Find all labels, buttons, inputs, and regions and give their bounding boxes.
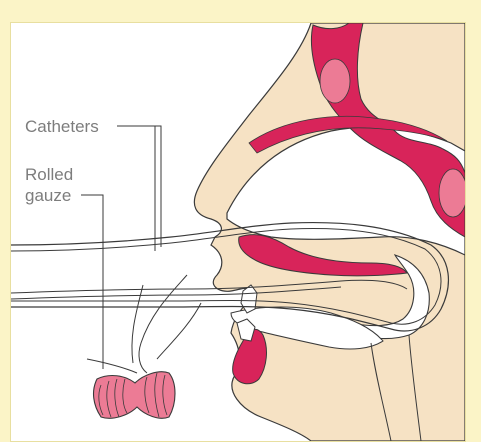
rolled-gauze-label-line2: gauze [25,186,71,206]
catheters-label: Catheters [25,117,99,137]
illustration-panel: Catheters Rolled gauze [10,22,466,442]
nasal-packing-illustration [11,23,465,441]
catheters-leader-line [117,126,161,251]
frontal-sinus-cavity [320,59,350,103]
gauze-thread-2 [157,303,201,359]
gauze-thread-4 [87,359,137,373]
rolled-gauze-label-line1: Rolled [25,165,73,185]
gauze-thread-3 [132,285,143,363]
maxillary-sinus-cavity [439,169,465,217]
rolled-gauze [94,372,175,419]
rolled-gauze-leader-line [81,195,103,369]
